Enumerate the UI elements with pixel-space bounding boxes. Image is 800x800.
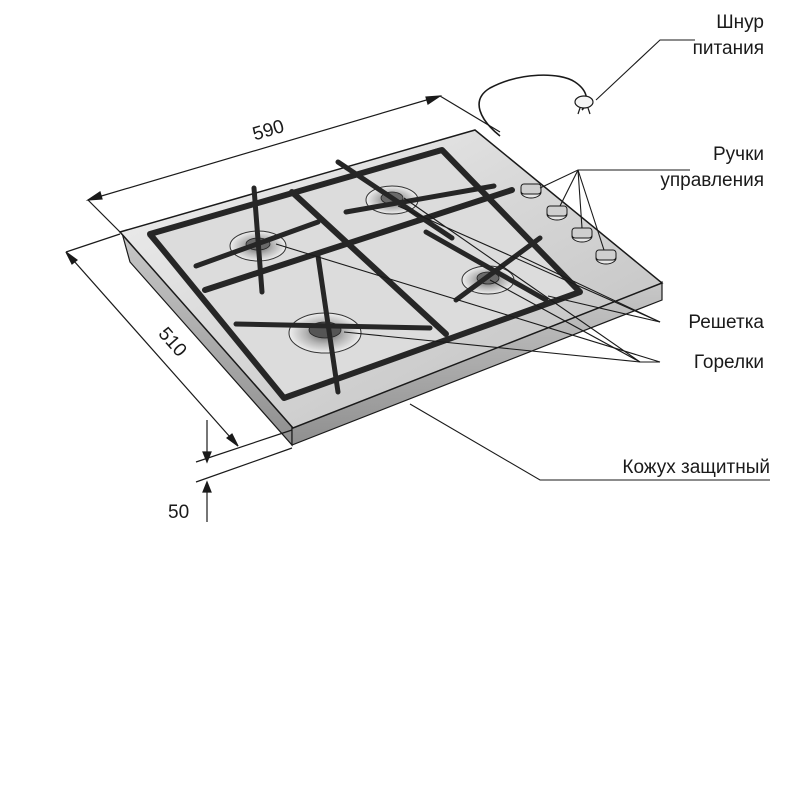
callout-power-cord-line2: питания xyxy=(693,38,764,59)
callout-control-knobs-line2: управления xyxy=(660,170,764,191)
callout-power-cord-line1: Шнур xyxy=(716,12,764,33)
grate-divider-horizontal xyxy=(202,187,515,293)
power-cord xyxy=(478,74,594,137)
dimension-depth-label: 510 xyxy=(154,324,191,362)
plug-icon xyxy=(574,95,594,115)
knob-3 xyxy=(571,227,593,243)
callout-protective-casing: Кожух защитный xyxy=(622,457,770,478)
leader-lines xyxy=(275,39,770,481)
grate-frame xyxy=(147,147,583,401)
knob-2 xyxy=(546,205,568,221)
grate-divider-vertical xyxy=(289,189,449,337)
knob-1 xyxy=(520,183,542,199)
dimension-height-label: 50 xyxy=(168,502,189,523)
dimension-width xyxy=(85,95,501,233)
dimension-width-label: 590 xyxy=(250,116,286,145)
callout-burners: Горелки xyxy=(694,352,764,373)
knob-4 xyxy=(595,249,617,265)
callout-control-knobs-line1: Ручки xyxy=(713,144,764,165)
cord-wire xyxy=(478,74,588,137)
dimension-height xyxy=(195,420,293,522)
dimension-depth xyxy=(65,233,239,447)
control-knobs xyxy=(520,183,617,265)
grate xyxy=(147,147,583,401)
callout-grate: Решетка xyxy=(688,312,764,333)
